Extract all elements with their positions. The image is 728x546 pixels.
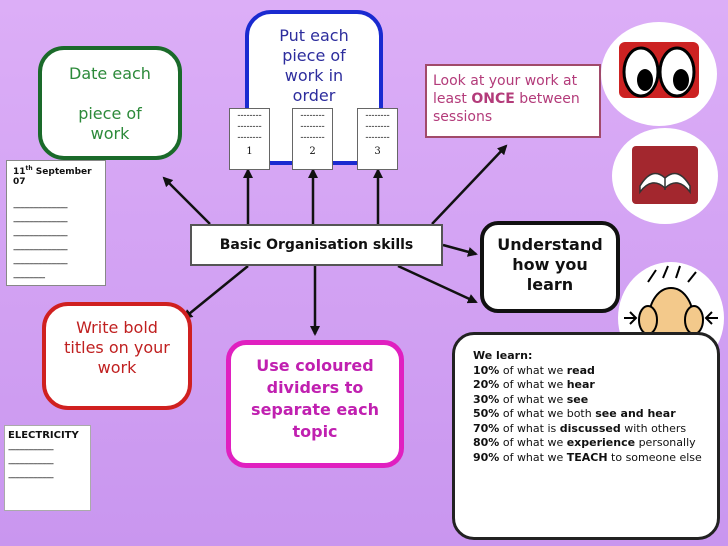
learn-row: 10% of what we read: [473, 363, 595, 377]
arrow-to-look: [431, 144, 508, 225]
eyes-icon: [601, 22, 717, 126]
date-day: 11: [13, 167, 26, 177]
coloured-dividers-box: Use coloured dividers to separate each t…: [226, 340, 404, 468]
learn-row: 80% of what we experience personally: [473, 436, 696, 449]
date-each-box: Date each piece of work: [38, 46, 182, 160]
date-heading: 11th September 07: [13, 165, 99, 187]
understand-line-3: learn: [526, 275, 574, 294]
we-learn-box: We learn: 10% of what we read 20% of wha…: [452, 332, 720, 540]
date-line-1: Date each: [69, 64, 151, 83]
date-line-4: work: [90, 124, 130, 143]
page-1-line: --------: [237, 111, 262, 121]
note-line: ------------------------: [13, 217, 68, 227]
learn-heading: We learn:: [473, 349, 533, 362]
page-2-line: --------: [300, 122, 325, 132]
date-suffix: th: [25, 165, 33, 172]
note-line: --------------------: [8, 473, 54, 483]
arrow-to-learn: [397, 264, 478, 304]
open-book-icon: [612, 128, 718, 224]
page-3-line: --------: [365, 111, 390, 121]
write-bold-titles-box: Write bold titles on your work: [42, 302, 192, 410]
arrow-to-understand: [442, 243, 478, 257]
dividers-line-3: separate each: [251, 400, 379, 419]
understand-line-1: Understand: [497, 235, 603, 254]
note-line: --------------: [13, 273, 45, 283]
page-2: -------- -------- -------- 2: [292, 108, 333, 170]
order-line-1: Put each: [279, 26, 349, 45]
titles-line-1: Write bold: [76, 318, 158, 337]
page-1-line: --------: [237, 133, 262, 143]
date-line-2: [42, 84, 178, 104]
page-1-line: --------: [237, 122, 262, 132]
learn-row: 90% of what we TEACH to someone else: [473, 450, 702, 464]
date-line-3: piece of: [78, 104, 142, 123]
look-post: between sessions: [433, 91, 580, 125]
arrow-to-date: [162, 176, 211, 225]
note-line: ------------------------: [13, 203, 68, 213]
dividers-line-1: Use coloured: [256, 356, 374, 375]
learn-row: 20% of what we hear: [473, 378, 595, 391]
dividers-line-2: dividers to: [266, 378, 364, 397]
page-2-number: 2: [309, 146, 316, 157]
electricity-title: ELECTRICITY: [8, 430, 79, 441]
note-line: ------------------------: [13, 259, 68, 269]
titles-line-3: work: [97, 358, 137, 377]
page-3-line: --------: [365, 122, 390, 132]
note-line: --------------------: [8, 445, 54, 455]
note-line: ------------------------: [13, 231, 68, 241]
look-once: ONCE: [471, 91, 515, 107]
page-3: -------- -------- -------- 3: [357, 108, 398, 170]
electricity-note: ELECTRICITY -------------------- -------…: [4, 425, 91, 511]
titles-line-2: titles on your: [64, 338, 170, 357]
note-line: --------------------: [8, 459, 54, 469]
page-3-line: --------: [365, 133, 390, 143]
note-line: ------------------------: [13, 245, 68, 255]
order-line-4: order: [292, 86, 336, 105]
date-rest: September 07: [13, 167, 92, 187]
page-3-number: 3: [374, 146, 381, 157]
understand-line-2: how you: [512, 255, 588, 274]
learn-row: 30% of what we see: [473, 392, 589, 406]
page-2-line: --------: [300, 111, 325, 121]
look-pre: Look at your work at least: [433, 73, 578, 107]
page-2-line: --------: [300, 133, 325, 143]
order-line-2: piece of: [282, 46, 346, 65]
dividers-line-4: topic: [292, 422, 338, 441]
understand-how-you-learn-box: Understand how you learn: [480, 221, 620, 313]
arrow-to-titles: [182, 265, 249, 320]
page-1: -------- -------- -------- 1: [229, 108, 270, 170]
basic-organisation-skills: Basic Organisation skills: [190, 224, 443, 266]
look-once-box: Look at your work at least ONCE between …: [425, 64, 601, 138]
page-1-number: 1: [246, 146, 253, 157]
learn-row: 50% of what we both see and hear: [473, 407, 676, 420]
dated-note: 11th September 07 ----------------------…: [6, 160, 106, 286]
order-line-3: work in: [284, 66, 344, 85]
learn-row: 70% of what is discussed with others: [473, 421, 687, 435]
